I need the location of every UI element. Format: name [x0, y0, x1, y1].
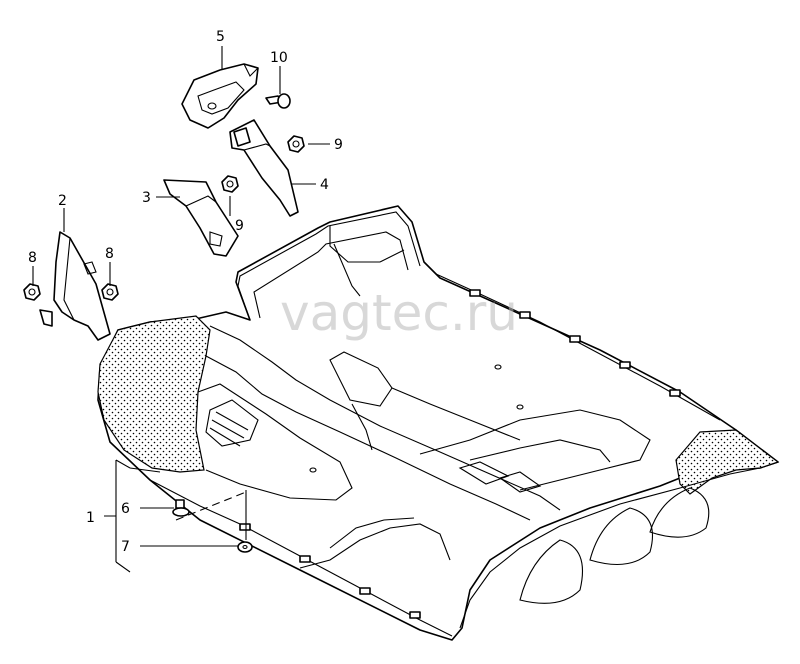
part-6-clip: [172, 499, 190, 517]
callout-8-right: 8: [105, 246, 114, 262]
callout-1: 1: [86, 510, 95, 526]
part-2-bracket: [39, 231, 111, 341]
edge-clips: [239, 289, 681, 619]
right-insulation: [675, 429, 780, 495]
part-8-nut-left: [23, 283, 41, 301]
part-9-nut-upper: [287, 135, 305, 153]
floor-carpet: [97, 205, 780, 641]
callout-9-upper: 9: [334, 137, 343, 153]
callout-10: 10: [270, 50, 288, 66]
leader-lines: [32, 46, 330, 573]
part-4-bracket: [229, 119, 299, 217]
part-3-bracket: [163, 179, 239, 257]
callout-7: 7: [121, 539, 130, 555]
callout-labels: 1 2 3 4 5 6 7 8 8 9 9 10: [28, 29, 343, 555]
callout-4: 4: [320, 177, 329, 193]
left-insulation: [97, 315, 211, 473]
callout-5: 5: [216, 29, 225, 45]
callout-2: 2: [58, 193, 67, 209]
callout-8-left: 8: [28, 250, 37, 266]
callout-6: 6: [121, 501, 130, 517]
watermark: vagtec.ru: [280, 284, 518, 342]
callout-3: 3: [142, 190, 151, 206]
part-8-nut-right: [101, 283, 119, 301]
part-5-bracket: [181, 63, 259, 129]
callout-9-lower: 9: [235, 218, 244, 234]
part-10-screw: [265, 93, 291, 109]
part-9-nut-lower: [221, 175, 239, 193]
part-7-washer: [237, 541, 253, 553]
